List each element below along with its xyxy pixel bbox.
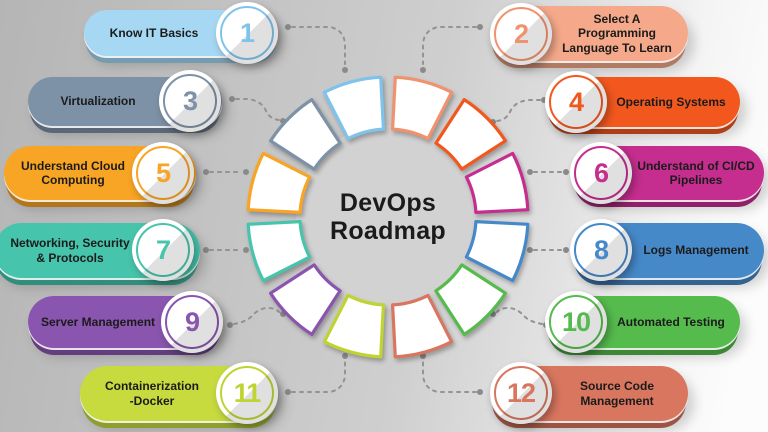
badge-number: 12 bbox=[506, 377, 536, 408]
badge-shade bbox=[132, 219, 194, 281]
badge-shade bbox=[216, 362, 278, 424]
pill-label: Automated Testing bbox=[617, 314, 725, 329]
number-badge-11: 11 bbox=[216, 362, 278, 424]
badge-number: 10 bbox=[561, 306, 591, 337]
pill-label: Virtualization bbox=[60, 94, 136, 109]
ring-segment-1 bbox=[322, 75, 385, 141]
pill-label: Containerization -Docker bbox=[104, 379, 199, 408]
badge-number: 7 bbox=[155, 234, 171, 265]
ring-segment-10 bbox=[434, 263, 507, 336]
connector-dot bbox=[285, 24, 291, 30]
badge-number: 11 bbox=[233, 377, 262, 408]
pill-label: Server Management bbox=[40, 314, 156, 329]
pill-label: Operating Systems bbox=[616, 94, 726, 109]
pill-label: Logs Management bbox=[643, 243, 749, 258]
number-badge-8: 8 bbox=[570, 219, 632, 281]
number-badge-10: 10 bbox=[545, 291, 607, 353]
badge-shade bbox=[545, 71, 607, 133]
connector-dot bbox=[243, 247, 249, 253]
ring-segment-9 bbox=[269, 263, 342, 336]
number-badge-9: 9 bbox=[161, 291, 223, 353]
roadmap-ring bbox=[246, 75, 530, 359]
connector-line bbox=[496, 306, 543, 325]
connector-dot bbox=[342, 67, 348, 73]
number-badge-3: 3 bbox=[159, 70, 221, 132]
badge-shade bbox=[545, 291, 607, 353]
connector-line bbox=[291, 26, 346, 65]
connector-dot bbox=[477, 24, 483, 30]
number-badge-4: 4 bbox=[545, 71, 607, 133]
connector-dot bbox=[477, 389, 483, 395]
connector-dot bbox=[563, 169, 569, 175]
ring-segment-4 bbox=[434, 98, 507, 171]
ring-segment-11 bbox=[322, 293, 385, 359]
connector-line bbox=[496, 99, 541, 122]
pill-label: Know IT Basics bbox=[109, 25, 199, 40]
badge-number: 9 bbox=[184, 306, 200, 337]
badge-shade bbox=[216, 2, 278, 64]
connector-dot bbox=[203, 169, 209, 175]
ring-segment-8 bbox=[464, 220, 530, 283]
number-badge-7: 7 bbox=[132, 219, 194, 281]
number-badge-12: 12 bbox=[490, 362, 552, 424]
badge-shade bbox=[570, 219, 632, 281]
connector-line bbox=[422, 26, 477, 65]
ring-segment-7 bbox=[246, 220, 312, 283]
pill-server-management: Server Management bbox=[28, 296, 222, 348]
connector-dot bbox=[203, 247, 209, 253]
badge-shade bbox=[490, 362, 552, 424]
connector-dot bbox=[563, 247, 569, 253]
connector-line bbox=[291, 361, 346, 393]
connector-line bbox=[235, 98, 280, 121]
connector-dot bbox=[229, 96, 235, 102]
pill-label: Understand Cloud Computing bbox=[21, 158, 125, 187]
badge-number: 5 bbox=[155, 157, 171, 188]
ring-segment-3 bbox=[269, 98, 342, 171]
connector-line bbox=[422, 361, 477, 393]
badge-shade bbox=[159, 70, 221, 132]
connector-dot bbox=[243, 169, 249, 175]
badge-shade bbox=[490, 3, 552, 65]
badge-shade bbox=[161, 291, 223, 353]
pill-label: Networking, Security & Protocols bbox=[10, 236, 130, 265]
ring-inner-circle bbox=[296, 125, 480, 309]
connector-dot bbox=[285, 389, 291, 395]
badge-shade bbox=[570, 142, 632, 204]
connector-dot bbox=[227, 322, 233, 328]
number-badge-5: 5 bbox=[132, 142, 194, 204]
center-title: DevOps Roadmap bbox=[329, 189, 446, 245]
ring-segment-5 bbox=[246, 151, 312, 214]
connector-dot bbox=[527, 247, 533, 253]
connector-line bbox=[233, 306, 280, 325]
badge-number: 6 bbox=[593, 157, 609, 188]
pill-label: Select A Programming Language To Learn bbox=[562, 12, 672, 55]
number-badge-1: 1 bbox=[216, 2, 278, 64]
badge-number: 4 bbox=[568, 86, 584, 117]
pill-label: Understand of CI/CD Pipelines bbox=[637, 158, 755, 187]
ring-segment-2 bbox=[391, 75, 454, 141]
badge-number: 3 bbox=[182, 85, 198, 116]
connector-dot bbox=[342, 353, 348, 359]
badge-shade bbox=[132, 142, 194, 204]
connector-dot bbox=[527, 169, 533, 175]
number-badge-2: 2 bbox=[490, 3, 552, 65]
pill-label: Source Code Management bbox=[579, 379, 654, 408]
connector-dot bbox=[420, 67, 426, 73]
badge-number: 8 bbox=[593, 234, 609, 265]
badge-number: 2 bbox=[513, 18, 529, 49]
number-badge-6: 6 bbox=[570, 142, 632, 204]
ring-segment-12 bbox=[391, 293, 454, 359]
ring-segment-6 bbox=[464, 151, 530, 214]
badge-number: 1 bbox=[239, 17, 255, 48]
